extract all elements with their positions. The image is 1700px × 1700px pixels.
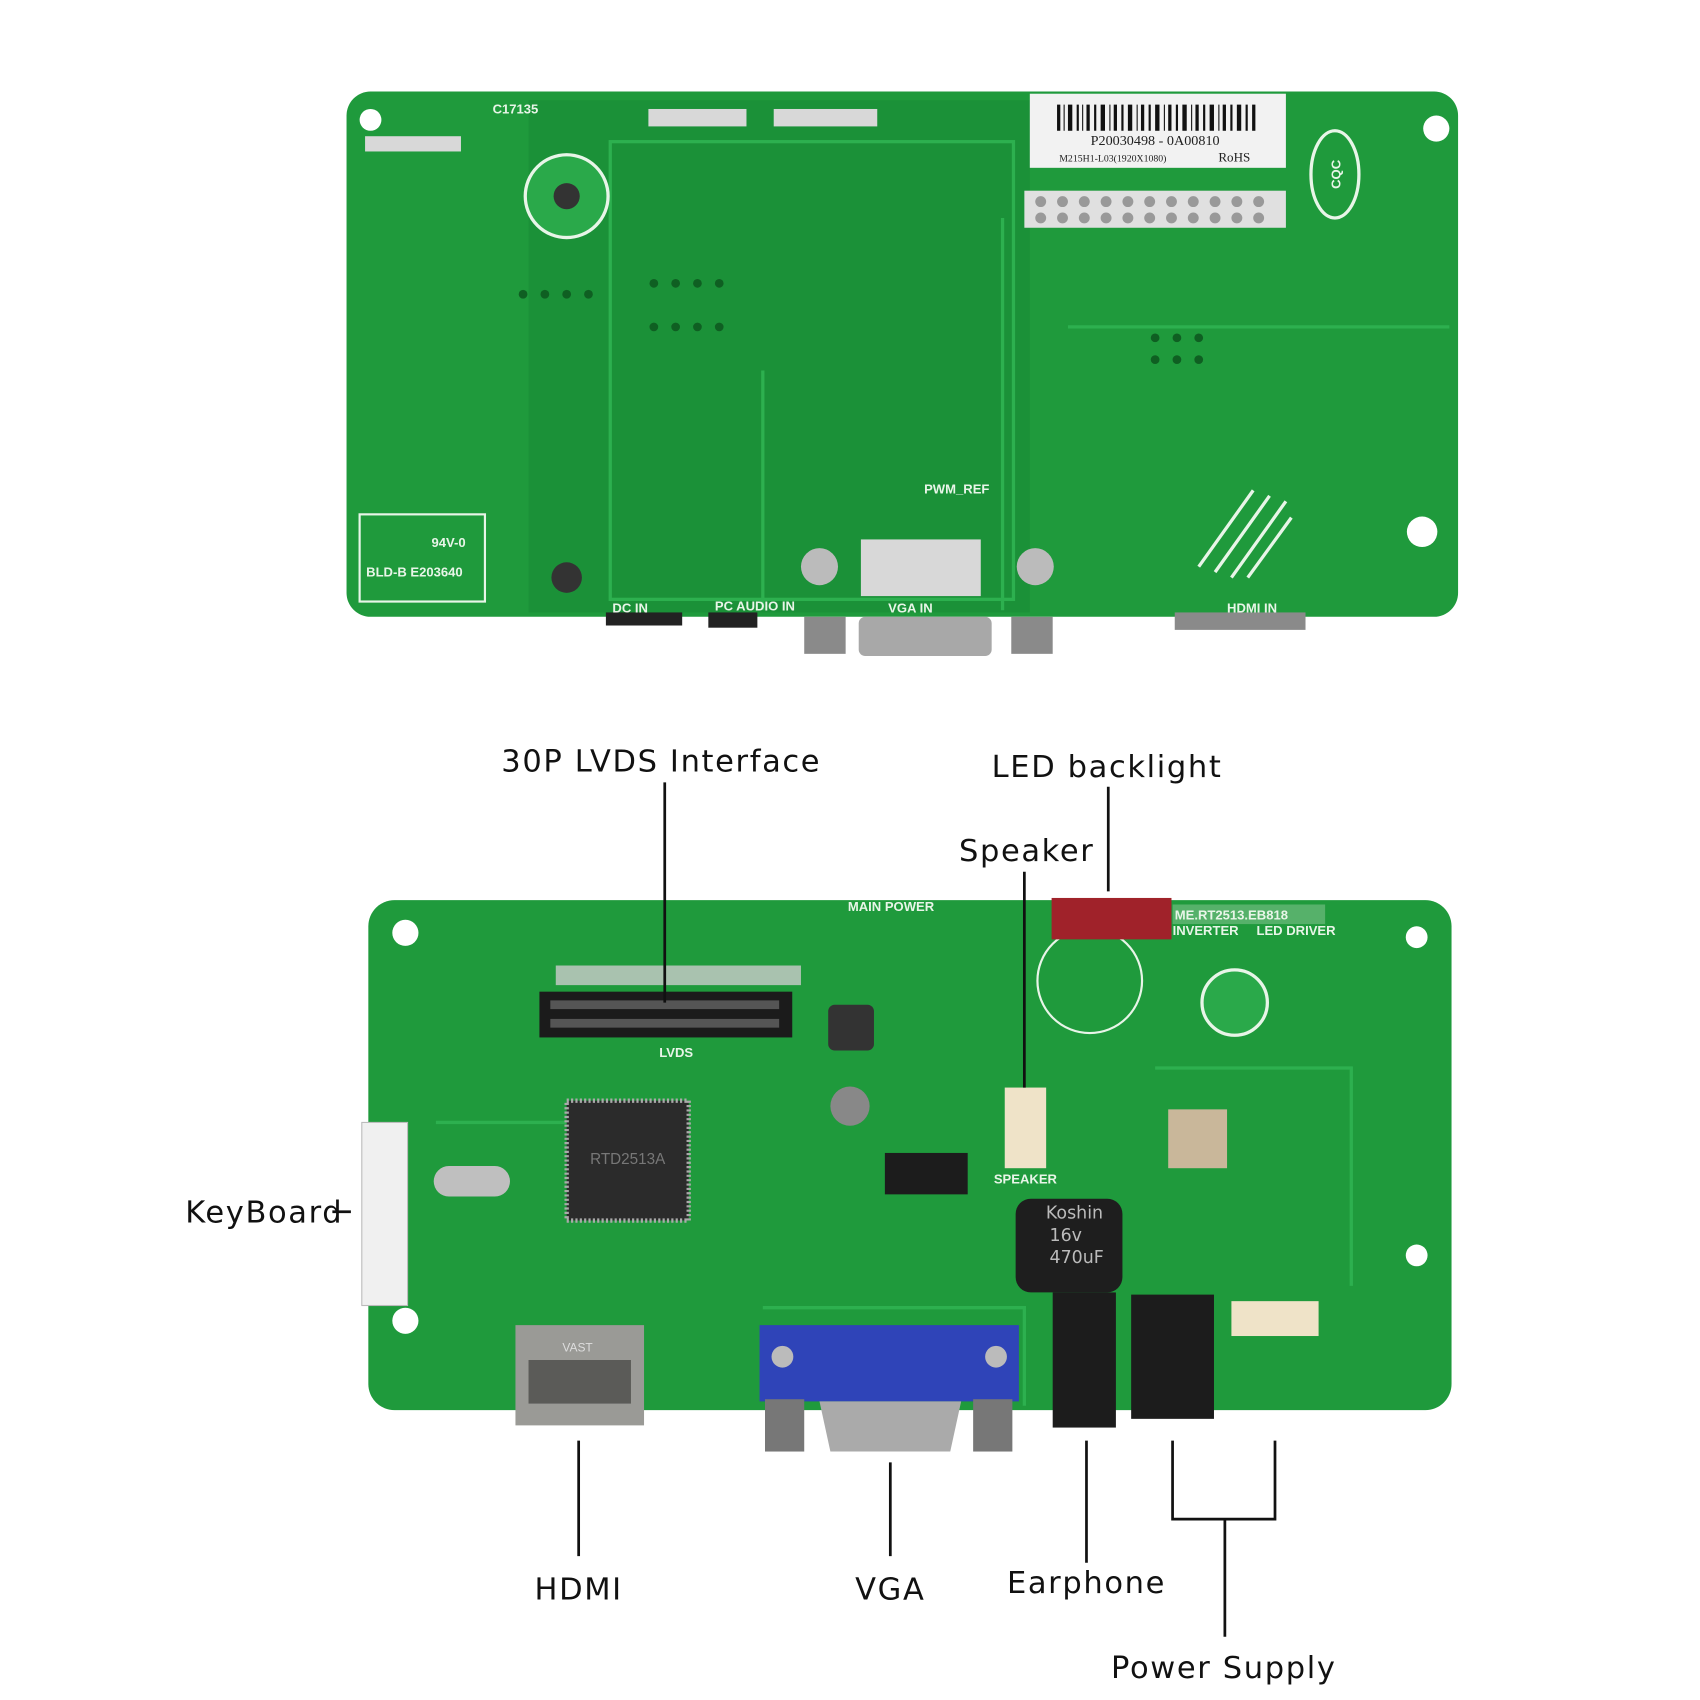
callout-hdmi: HDMI	[535, 1573, 623, 1608]
lvds-header-back	[1024, 190, 1286, 228]
dc-in-label: DC IN	[612, 600, 648, 615]
inverter-silk: INVERTER	[1173, 923, 1240, 938]
capacitor-brand: Koshin	[1046, 1203, 1103, 1223]
callout-keyboard: KeyBoard	[185, 1196, 343, 1231]
barcode	[1057, 104, 1256, 131]
callout-led-backlight: LED backlight	[992, 750, 1223, 785]
callouts: 30P LVDS Interface LED backlight Speaker…	[185, 745, 1336, 1687]
callout-speaker: Speaker	[959, 834, 1095, 869]
lvds-silk: LVDS	[659, 1045, 693, 1060]
callout-lvds: 30P LVDS Interface	[501, 745, 821, 780]
model-code: C17135	[493, 101, 539, 116]
capacitor-value: 470uF	[1050, 1248, 1104, 1268]
ul-rating: 94V-0	[432, 535, 466, 550]
vga-port	[759, 1325, 1019, 1402]
chip-text: RTD2513A	[590, 1151, 666, 1168]
electrolytic-capacitor	[1015, 1198, 1123, 1293]
pwm-label: PWM_REF	[924, 482, 989, 497]
speaker-connector	[1004, 1087, 1047, 1169]
cqc-mark	[1309, 129, 1361, 220]
led-driver-silk: LED DRIVER	[1256, 923, 1336, 938]
top-board: P20030498 - 0A00810 M215H1-L03(1920X1080…	[346, 91, 1459, 657]
vga-pins-back	[860, 539, 981, 597]
rtd2513a-chip	[564, 1098, 691, 1223]
callout-power-supply: Power Supply	[1111, 1651, 1336, 1686]
keyboard-connector	[361, 1121, 409, 1307]
amp-ic	[884, 1152, 968, 1195]
vga-connector-back	[858, 616, 992, 657]
power-connector	[1231, 1301, 1319, 1337]
callout-vga: VGA	[855, 1573, 925, 1608]
pc-audio-in-label: PC AUDIO IN	[715, 598, 795, 613]
small-capacitor	[830, 1086, 870, 1126]
board-id: ME.RT2513.EB818	[1175, 908, 1288, 923]
hdmi-connector-back	[1174, 612, 1306, 630]
rohs-text: RoHS	[1218, 149, 1250, 164]
dc-power-jack	[1131, 1294, 1214, 1419]
crystal-oscillator	[433, 1166, 510, 1197]
barcode-text: P20030498 - 0A00810	[1091, 133, 1220, 149]
header-pins	[773, 108, 878, 127]
hdmi-in-label: HDMI IN	[1227, 600, 1277, 615]
cqc-text: CQC	[1328, 159, 1343, 189]
ul-box	[358, 513, 487, 603]
callout-earphone: Earphone	[1007, 1566, 1166, 1601]
bga-pad	[1168, 1109, 1228, 1169]
main-power-silk: MAIN POWER	[848, 899, 935, 914]
earphone-jack	[1052, 1292, 1116, 1428]
inductor	[828, 1004, 874, 1051]
speaker-silk: SPEAKER	[994, 1171, 1058, 1186]
panel-model-text: M215H1-L03(1920X1080)	[1059, 153, 1166, 164]
hdmi-port-text: VAST	[562, 1340, 593, 1354]
ul-file: BLD-B E203640	[366, 564, 463, 579]
vga-in-label: VGA IN	[888, 600, 933, 615]
bottom-board: LVDS RTD2513A ME.RT2513.EB818 INVERTER L…	[361, 897, 1452, 1452]
capacitor-voltage: 16v	[1050, 1226, 1082, 1246]
header-pins	[648, 108, 747, 127]
led-backlight-connector	[1051, 897, 1172, 940]
hatch-pad	[1197, 489, 1293, 579]
